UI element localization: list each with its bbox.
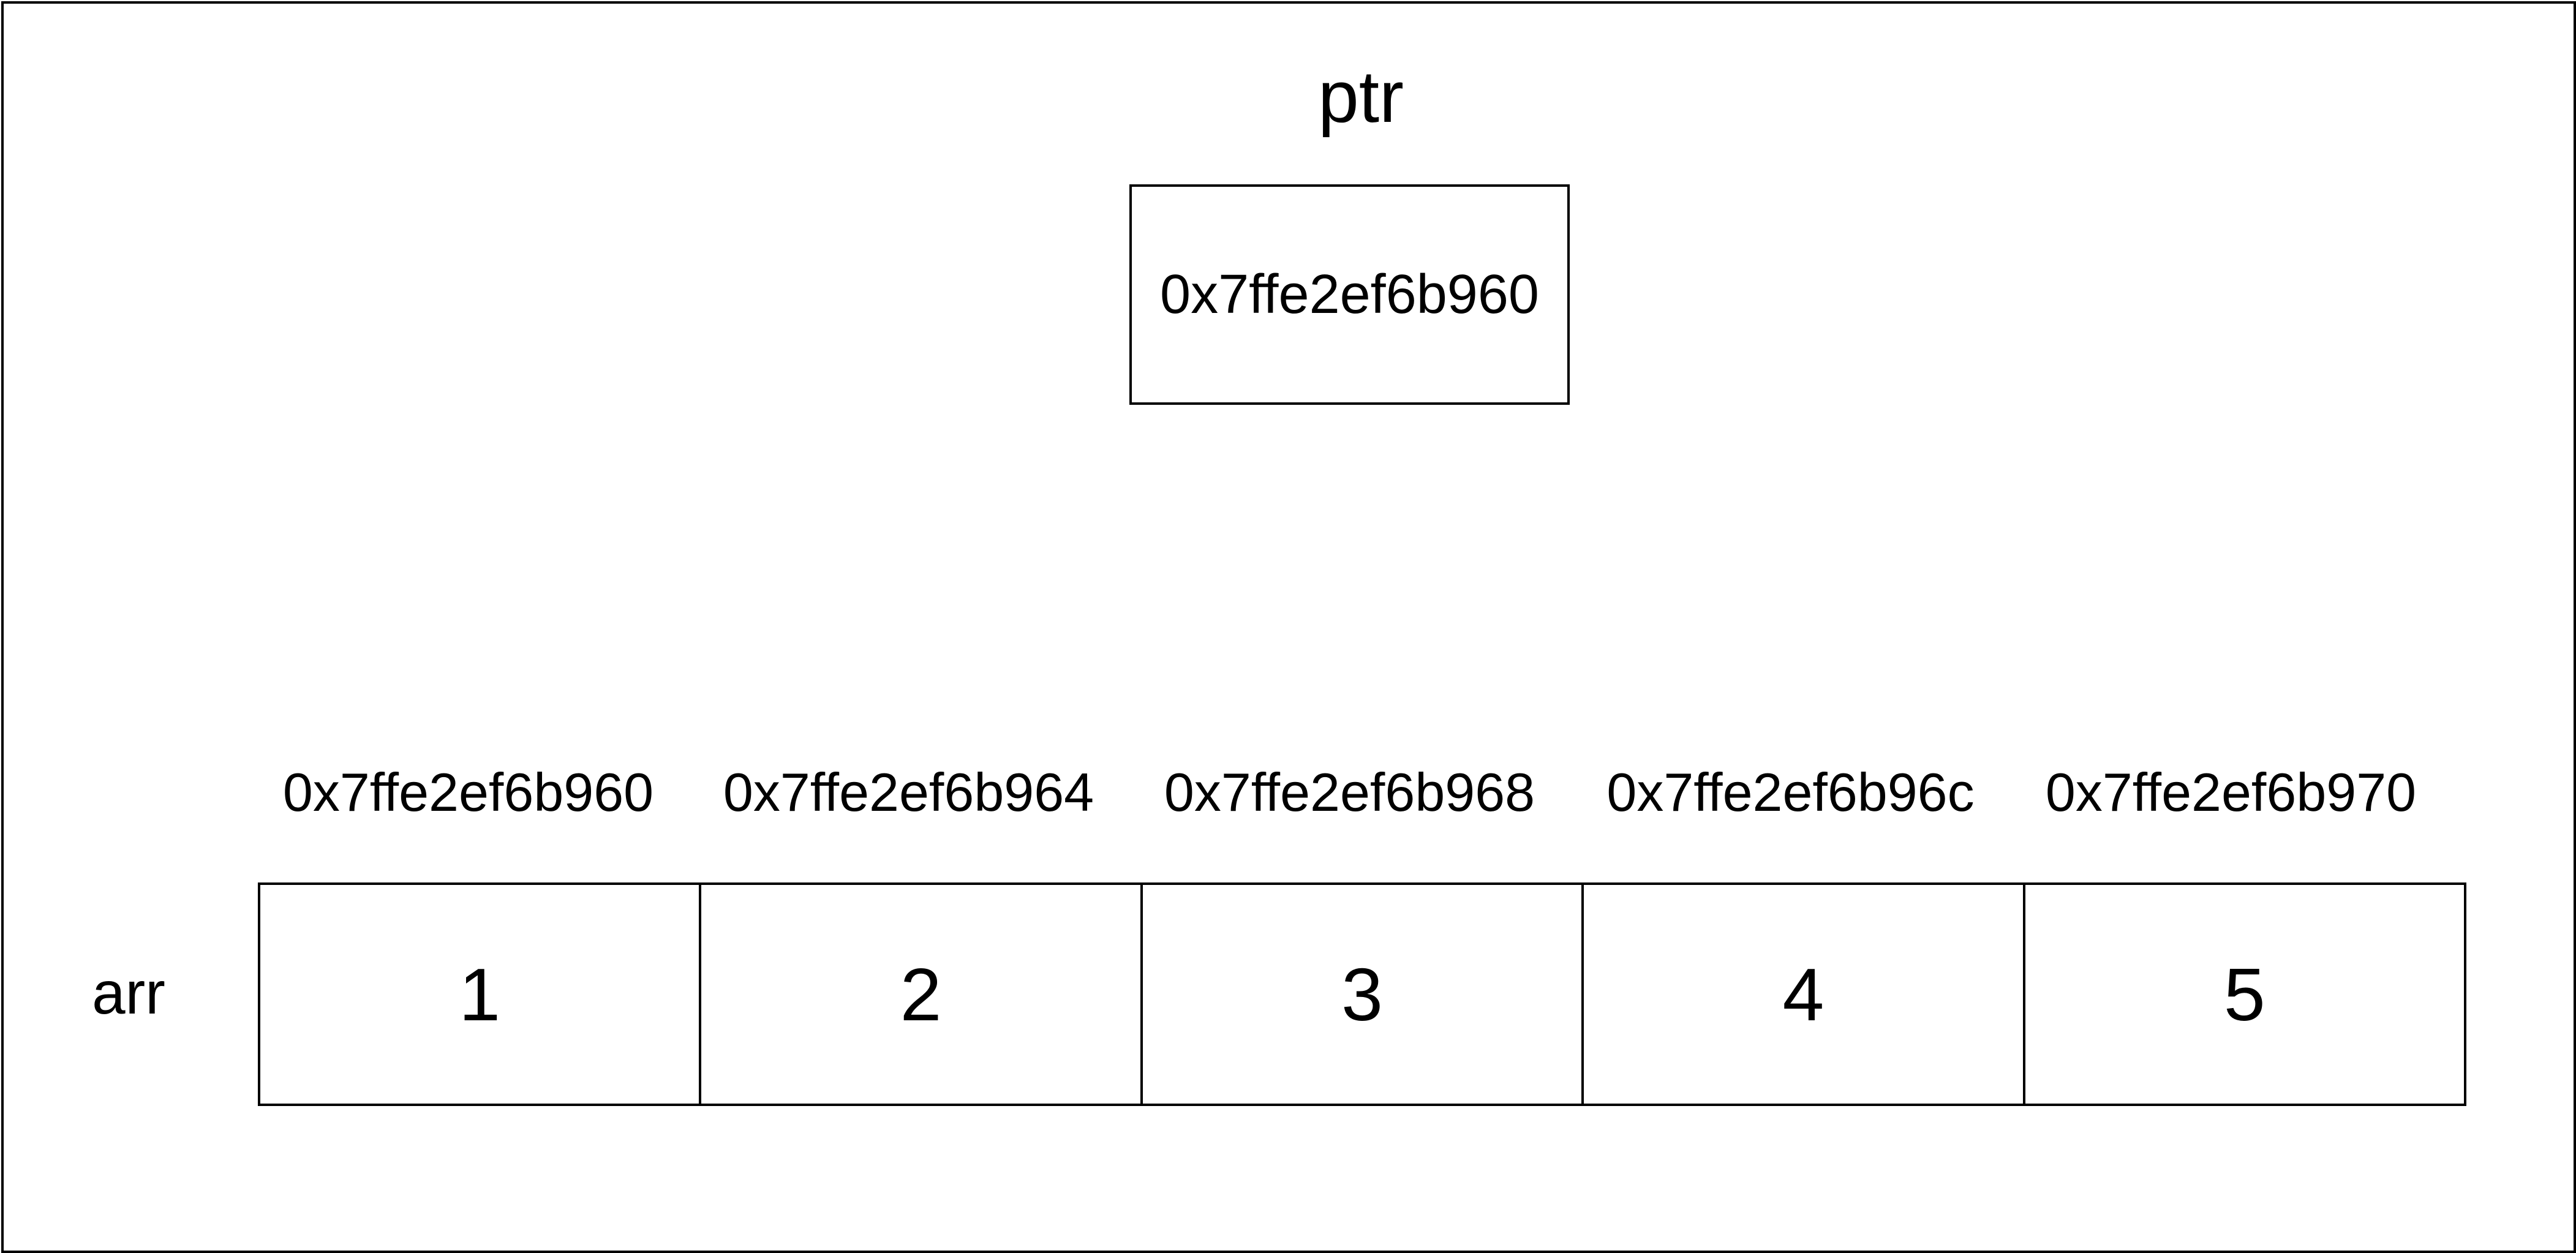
array-address-label: 0x7ffe2ef6b970 bbox=[2045, 762, 2417, 822]
pointer-name-label: ptr bbox=[1317, 56, 1404, 138]
array-name-label: arr bbox=[92, 959, 165, 1026]
array-cell-value: 1 bbox=[459, 952, 501, 1036]
array-cell-value: 3 bbox=[1341, 952, 1383, 1036]
array-cell: 2 bbox=[701, 885, 1143, 1104]
array-address-label: 0x7ffe2ef6b964 bbox=[723, 762, 1094, 822]
array-address-label: 0x7ffe2ef6b96c bbox=[1606, 762, 1975, 822]
array-cell-value: 2 bbox=[900, 952, 942, 1036]
array-cell: 1 bbox=[260, 885, 702, 1104]
array-cell-value: 5 bbox=[2223, 952, 2265, 1036]
array-cell: 4 bbox=[1584, 885, 2025, 1104]
array-cell-value: 4 bbox=[1782, 952, 1825, 1036]
pointer-value-text: 0x7ffe2ef6b960 bbox=[1160, 263, 1539, 325]
array-cell: 3 bbox=[1143, 885, 1584, 1104]
pointer-value-box: 0x7ffe2ef6b960 bbox=[1129, 184, 1570, 405]
array-cell: 5 bbox=[2025, 885, 2464, 1104]
array-address-label: 0x7ffe2ef6b968 bbox=[1164, 762, 1535, 822]
array-address-label: 0x7ffe2ef6b960 bbox=[282, 762, 654, 822]
array-cells: 1 2 3 4 5 bbox=[258, 882, 2466, 1106]
